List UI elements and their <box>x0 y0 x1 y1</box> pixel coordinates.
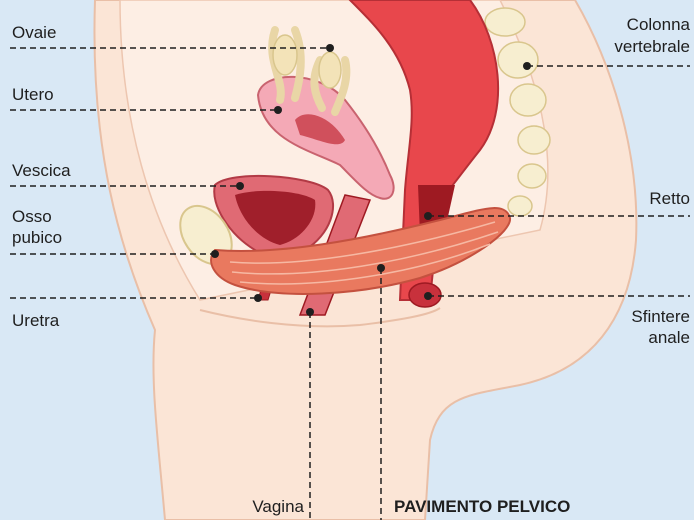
label-sfintere-line2: anale <box>648 327 690 348</box>
label-osso-line2: pubico <box>12 227 62 248</box>
label-retto: Retto <box>649 188 690 209</box>
label-pavimento-pelvico: PAVIMENTO PELVICO <box>394 496 570 517</box>
label-vagina: Vagina <box>252 496 304 517</box>
label-uretra: Uretra <box>12 310 59 331</box>
label-vescica: Vescica <box>12 160 71 181</box>
label-colonna-line2: vertebrale <box>614 36 690 57</box>
label-sfintere-line1: Sfintere <box>631 306 690 327</box>
label-utero: Utero <box>12 84 54 105</box>
label-osso-line1: Osso <box>12 206 52 227</box>
label-colonna-line1: Colonna <box>627 14 690 35</box>
label-ovaie: Ovaie <box>12 22 56 43</box>
